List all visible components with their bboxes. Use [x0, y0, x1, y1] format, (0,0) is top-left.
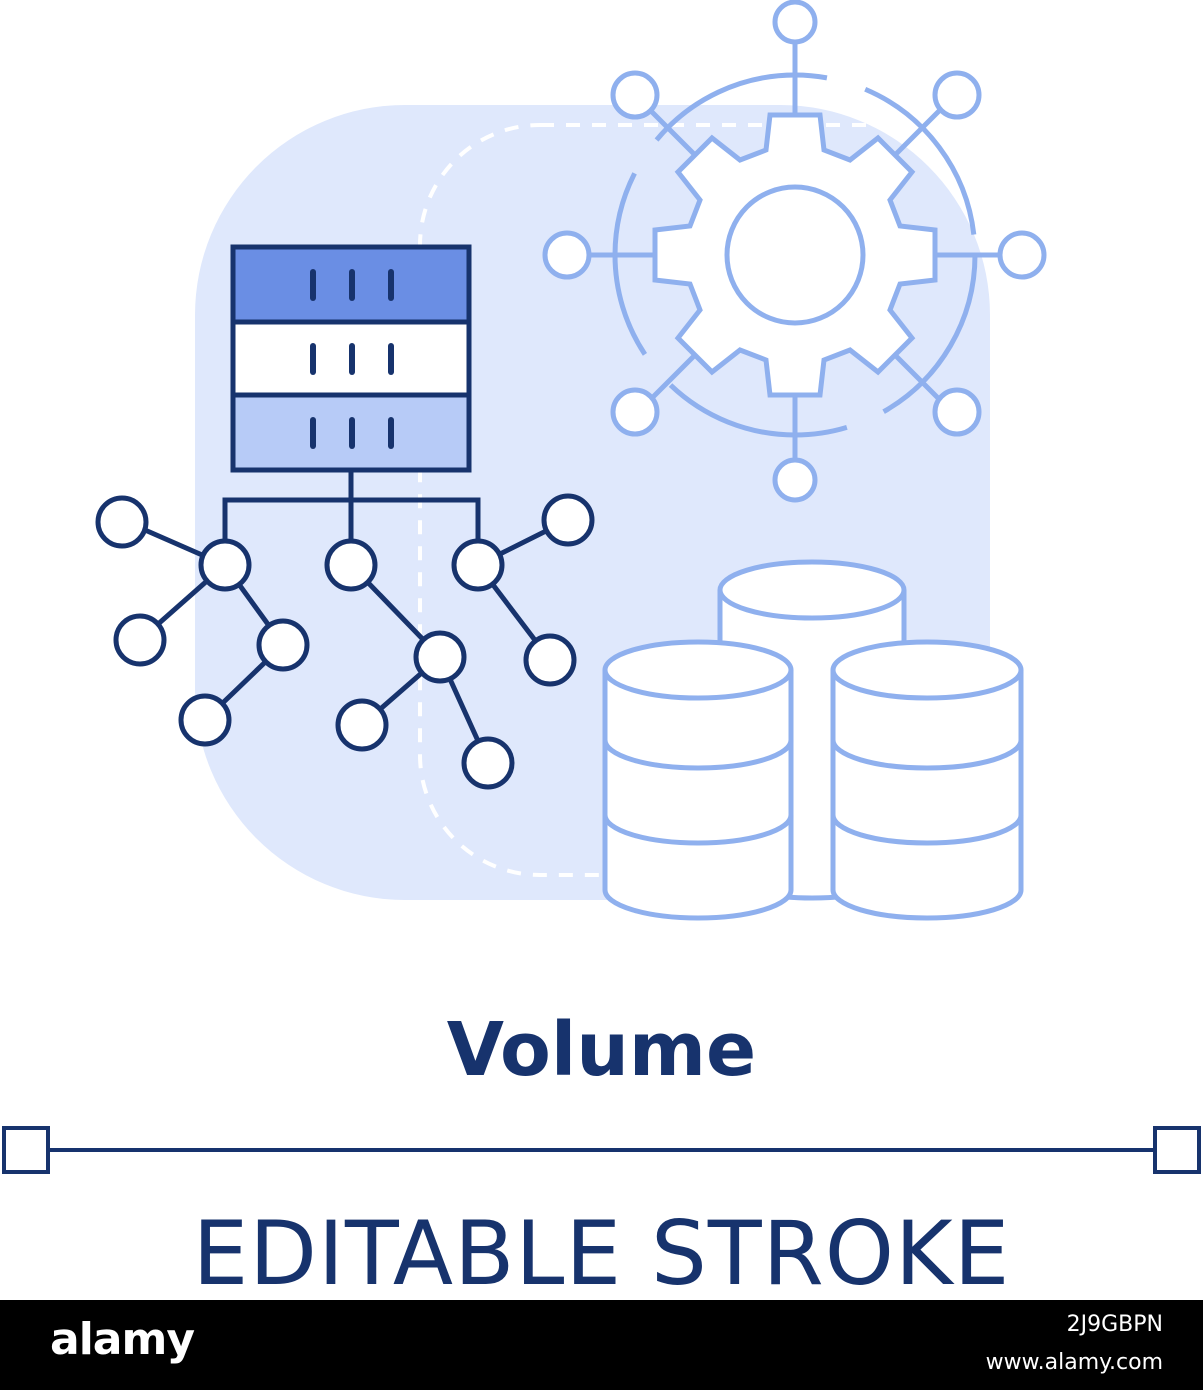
left-handle-icon [2, 1126, 50, 1174]
watermark-footer: alamy 2J9GBPN www.alamy.com [0, 1300, 1203, 1390]
footer-url: www.alamy.com [985, 1350, 1163, 1375]
editable-stroke-line [0, 1120, 1203, 1180]
image-id: 2J9GBPN [1066, 1312, 1163, 1337]
network-nodes-icon [95, 470, 595, 790]
icon-title: Volume [446, 1007, 757, 1093]
right-handle-icon [1153, 1126, 1201, 1174]
alamy-logo: alamy [50, 1314, 195, 1365]
server-rack-icon [230, 244, 472, 473]
editable-stroke-label: EDITABLE STROKE [192, 1201, 1011, 1305]
volume-illustration [95, 0, 1047, 921]
database-stack-icon [602, 559, 1024, 921]
gear-network-icon [542, 0, 1047, 503]
volume-icon [95, 0, 1047, 921]
stroke-handle-line [2, 1126, 1201, 1174]
